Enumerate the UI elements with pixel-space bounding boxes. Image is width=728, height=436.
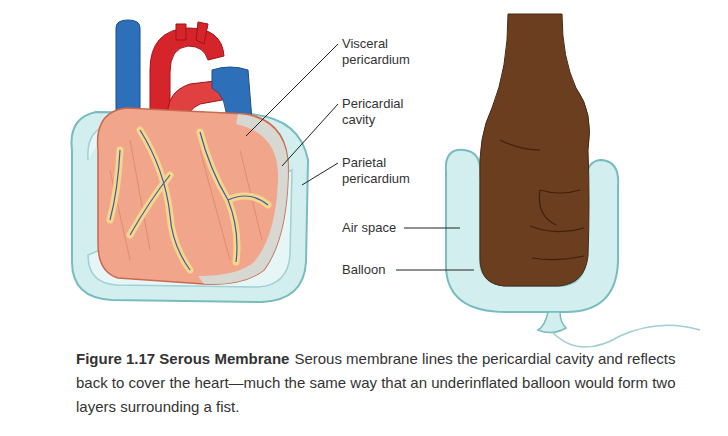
leader-line [404, 228, 460, 229]
heart [98, 20, 289, 284]
aortic-branch [176, 22, 208, 44]
coronary-fat [110, 130, 268, 270]
knuckle-lines [500, 140, 584, 260]
coronary-vessels [110, 130, 268, 270]
part-label: Visceral pericardium [342, 36, 434, 68]
leader-line [282, 104, 338, 166]
leader-line [396, 270, 474, 271]
heart-body [98, 108, 289, 284]
fist-shape [480, 14, 590, 286]
figure-caption: Figure 1.17 Serous MembraneSerous membra… [76, 347, 704, 419]
balloon-knot [538, 312, 566, 333]
superior-vena-cava [116, 20, 140, 118]
part-label: Pericardial cavity [342, 96, 434, 128]
leader-line [302, 163, 338, 185]
figure-title: Figure 1.17 Serous Membrane [76, 350, 289, 367]
leader-lines [246, 44, 474, 270]
leader-line [246, 44, 338, 136]
balloon-string [552, 325, 700, 347]
fist [480, 14, 590, 286]
part-label: Balloon [342, 262, 396, 278]
part-label: Parietal pericardium [342, 155, 434, 187]
part-label: Air space [342, 220, 404, 236]
